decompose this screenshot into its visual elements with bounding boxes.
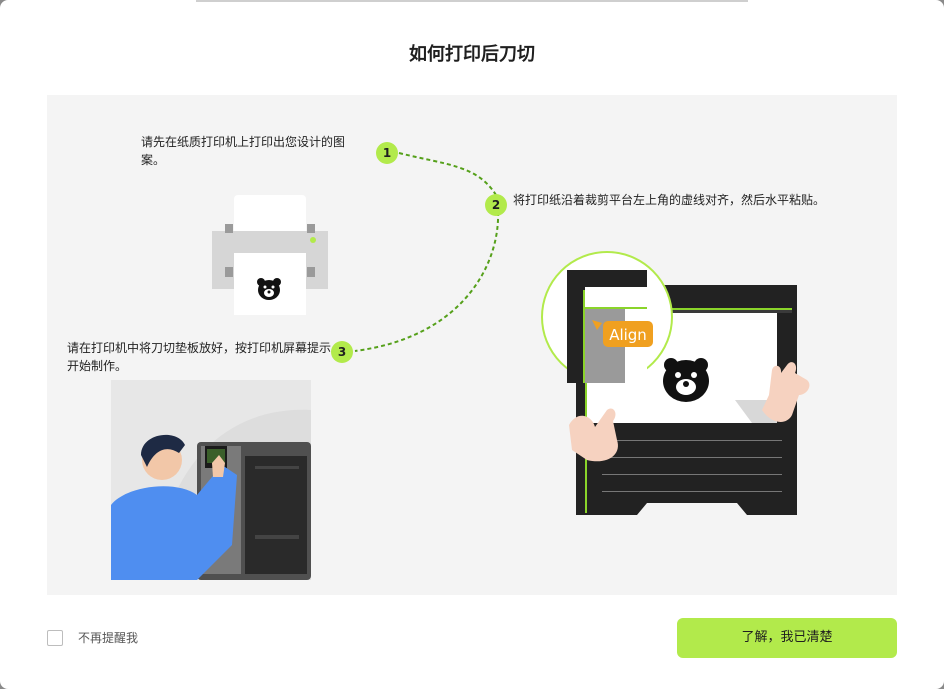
step-3-text: 请在打印机中将刀切垫板放好，按打印机屏幕提示开始制作。 bbox=[67, 341, 332, 373]
dialog-title: 如何打印后刀切 bbox=[409, 44, 535, 65]
person-using-printer-illustration bbox=[111, 380, 311, 580]
step-1-badge: 1 bbox=[376, 142, 398, 164]
bear-icon bbox=[663, 358, 709, 402]
confirm-button[interactable]: 了解，我已清楚 bbox=[677, 618, 897, 658]
step-2-text: 将打印纸沿着裁剪平台左上角的虚线对齐，然后水平粘贴。 bbox=[513, 193, 826, 207]
align-label: Align bbox=[609, 326, 647, 344]
instruction-illustration: Align bbox=[111, 152, 810, 580]
top-divider bbox=[196, 0, 748, 2]
dont-remind-label: 不再提醒我 bbox=[78, 631, 139, 645]
step-2-badge: 2 bbox=[485, 194, 507, 216]
instruction-panel: Align 请先在纸质打印机上打印出您设计的图案。 1 将打印纸沿着裁剪平台左上… bbox=[47, 95, 897, 595]
bear-icon bbox=[257, 278, 281, 300]
right-hand-illustration bbox=[762, 362, 810, 422]
step-3-badge: 3 bbox=[331, 341, 353, 363]
align-arrow-icon bbox=[592, 320, 602, 330]
left-hand-illustration bbox=[569, 408, 618, 462]
paper-printer-illustration bbox=[212, 195, 328, 315]
dashed-connector bbox=[354, 152, 500, 352]
step-1-text: 请先在纸质打印机上打印出您设计的图案。 bbox=[141, 135, 346, 167]
cutting-mat-illustration: Align bbox=[541, 251, 810, 515]
dont-remind-checkbox[interactable] bbox=[47, 630, 63, 646]
